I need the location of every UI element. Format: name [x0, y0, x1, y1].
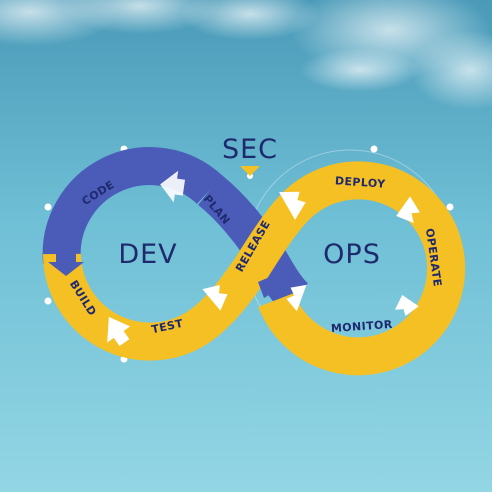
sec-pointer — [240, 166, 260, 176]
sec-label: SEC — [222, 134, 278, 165]
stage-deploy: DEPLOY — [335, 174, 387, 191]
stage-separators — [48, 170, 420, 347]
stage-monitor: MONITOR — [331, 318, 394, 335]
dev-label: DEV — [118, 239, 177, 270]
yellow-loop-band — [43, 161, 466, 376]
clouds — [0, 0, 492, 110]
ops-label: OPS — [323, 239, 381, 270]
